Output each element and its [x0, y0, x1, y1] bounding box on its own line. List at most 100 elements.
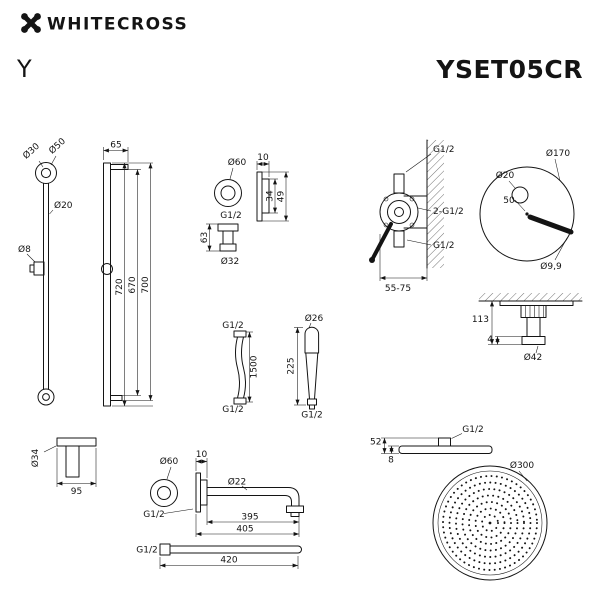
- shower-head: G1/2 52 8 Ø300: [370, 425, 548, 581]
- rail-bottom-ornament: [37, 388, 55, 406]
- slide-rail-side-view: 65 720 670 700: [101, 141, 153, 407]
- straight-arm-nut: [159, 543, 171, 556]
- union-plate-side: [256, 171, 263, 222]
- dim-label-420: 420: [220, 556, 237, 566]
- arm-flange-side: [195, 472, 201, 513]
- dim-label-10-arm: 10: [196, 450, 208, 460]
- series-code: Y: [16, 55, 32, 83]
- rail-bottom-bracket: [110, 395, 123, 401]
- brand-name: WHITECROSS: [47, 15, 188, 35]
- dim-label-55-75: 55-75: [385, 284, 411, 294]
- dim-label-50: 50: [503, 196, 515, 206]
- head-face: [432, 465, 548, 581]
- trim-plate-circle: [479, 166, 575, 262]
- dim-label-49: 49: [277, 191, 287, 203]
- dim-label-d32: Ø32: [221, 256, 240, 267]
- hand-shower: Ø26 G1/2 225: [287, 313, 324, 421]
- valve-lever: [371, 222, 393, 260]
- dim-label-d99: Ø9,9: [540, 261, 562, 272]
- thread-label-valve-side: 2-G1/2: [433, 207, 464, 217]
- thread-label-arm-top: G1/2: [143, 510, 164, 520]
- slide-rail-front-view: Ø30 Ø50 Ø20 Ø8: [18, 136, 73, 406]
- head-nozzles: [481, 514, 499, 532]
- valve-top-stub: [393, 173, 405, 194]
- dim-label-d34: Ø34: [30, 448, 41, 467]
- rail-top-ornament: [35, 162, 57, 184]
- arm-nut: [286, 505, 304, 513]
- dim-label-65: 65: [110, 141, 121, 151]
- thread-label-hose-bottom: G1/2: [222, 405, 243, 415]
- dim-label-395: 395: [241, 513, 258, 523]
- thread-label-wand: G1/2: [301, 411, 322, 421]
- trim-plate: Ø170 Ø20 50 Ø9,9: [479, 148, 575, 272]
- valve-body: [379, 192, 419, 232]
- shower-hose: G1/2 1500 G1/2: [222, 321, 259, 415]
- wand-handle: [305, 352, 310, 400]
- rail-slider: [33, 261, 45, 276]
- wand-head: [304, 326, 320, 354]
- dim-label-670: 670: [128, 276, 138, 293]
- wand-nut: [307, 398, 317, 406]
- wall-bracket: Ø34 95: [30, 437, 97, 497]
- dim-label-63: 63: [200, 232, 210, 243]
- dim-label-d50: Ø50: [47, 136, 68, 157]
- dim-label-405: 405: [236, 525, 253, 535]
- trim-knob: [511, 186, 529, 204]
- dim-label-d8: Ø8: [18, 244, 31, 255]
- dim-label-1500: 1500: [250, 355, 260, 378]
- dim-label-d20: Ø20: [54, 200, 73, 211]
- bracket-stem: [65, 445, 80, 478]
- rail-knob: [101, 263, 113, 275]
- trim-knurl-ring: [520, 305, 547, 318]
- dim-label-225: 225: [287, 357, 297, 374]
- thread-label-valve-bottom: G1/2: [433, 241, 454, 251]
- head-disc-side: [398, 445, 493, 454]
- thread-label-valve-top: G1/2: [433, 145, 454, 155]
- rail-top-bracket: [110, 164, 129, 170]
- shower-arm: Ø60 10 Ø22 G1/2 395 405 G1/2 420: [136, 450, 304, 569]
- dim-label-d60: Ø60: [228, 157, 247, 168]
- hose-body: [235, 336, 240, 399]
- trim-stem: [526, 317, 541, 337]
- dim-label-d300: Ø300: [510, 460, 535, 471]
- trim-lever: [527, 214, 574, 235]
- dim-label-d170: Ø170: [546, 148, 571, 159]
- dim-label-d20-trim: Ø20: [496, 170, 515, 181]
- thread-label-union: G1/2: [220, 211, 241, 221]
- concealed-valve: G1/2 2-G1/2 G1/2 55-75: [369, 139, 464, 294]
- dim-label-8: 8: [388, 456, 394, 466]
- wall-hatch-side: [479, 293, 582, 301]
- hose-top-nut: [233, 330, 247, 338]
- dim-label-d42: Ø42: [524, 352, 543, 363]
- bracket-bar: [56, 437, 97, 447]
- rail-bar-side: [103, 162, 111, 407]
- hose-bottom-nut: [233, 397, 247, 405]
- thread-label-head: G1/2: [462, 425, 483, 435]
- valve-bottom-stub: [393, 230, 405, 248]
- dim-label-113: 113: [472, 315, 489, 325]
- wall-union: Ø60 10 34 49 G1/2 63 Ø32: [200, 153, 289, 267]
- wall-hatch: [427, 140, 444, 268]
- thread-label-hose-top: G1/2: [222, 321, 243, 331]
- thread-label-arm-bottom: G1/2: [136, 546, 157, 556]
- dim-label-52: 52: [370, 438, 381, 448]
- dim-label-700: 700: [141, 276, 151, 293]
- brand-logo: WHITECROSS: [21, 13, 188, 35]
- dim-label-d26: Ø26: [305, 313, 324, 324]
- dim-label-95: 95: [71, 487, 82, 497]
- union-flange-front: [214, 179, 242, 207]
- dim-label-d22: Ø22: [228, 477, 247, 488]
- dim-label-d30: Ø30: [21, 141, 42, 162]
- trim-flare: [521, 336, 546, 345]
- arm-tube: [206, 487, 300, 507]
- trim-plate-edge: [499, 300, 574, 306]
- dim-label-4: 4: [487, 335, 493, 345]
- trim-side-view: 113 4 Ø42: [472, 293, 583, 363]
- arm-flange-front: [150, 479, 178, 507]
- dim-label-10: 10: [257, 153, 269, 163]
- model-code: YSET05CR: [435, 55, 583, 84]
- dim-label-d60-arm: Ø60: [160, 456, 179, 467]
- dim-label-720: 720: [115, 278, 125, 295]
